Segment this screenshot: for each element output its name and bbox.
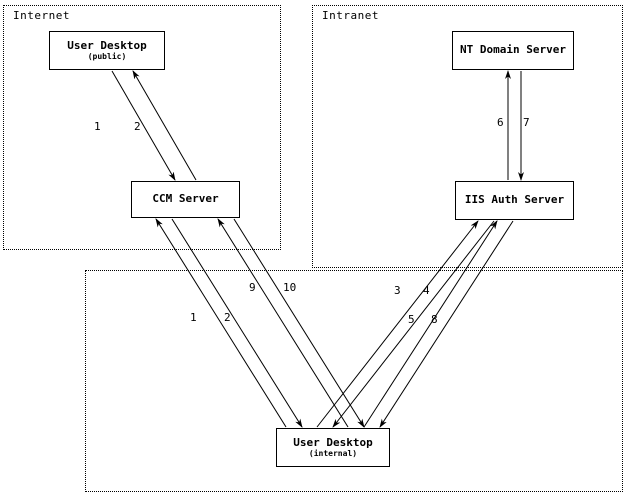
label-6: 6 (497, 116, 504, 129)
node-title-user-desktop-internal: User Desktop (293, 435, 373, 449)
node-nt-domain-server[interactable]: NT Domain Server (452, 31, 574, 70)
label-1-internal: 1 (190, 311, 197, 324)
label-5: 5 (408, 313, 415, 326)
node-subtitle-user-desktop-public: (public) (87, 52, 127, 62)
label-4: 4 (423, 284, 430, 297)
node-user-desktop-internal[interactable]: User Desktop(internal) (276, 428, 390, 467)
zone-label-internet: Internet (13, 9, 70, 22)
edge-2-internal (171, 218, 303, 428)
node-title-nt-domain-server: NT Domain Server (460, 43, 566, 57)
edge-2-public (132, 70, 197, 181)
edge-1-public (111, 70, 176, 181)
label-9: 9 (249, 281, 256, 294)
label-2-public: 2 (134, 120, 141, 133)
label-3: 3 (394, 284, 401, 297)
node-user-desktop-public[interactable]: User Desktop(public) (49, 31, 165, 70)
edge-3 (316, 220, 479, 428)
edge-8 (379, 220, 514, 428)
node-subtitle-user-desktop-internal: (internal) (308, 449, 358, 459)
label-7: 7 (523, 116, 530, 129)
edge-4 (332, 220, 495, 428)
label-1-public: 1 (94, 120, 101, 133)
node-title-user-desktop-public: User Desktop (67, 38, 147, 52)
label-2-internal: 2 (224, 311, 231, 324)
edge-5 (363, 220, 498, 428)
node-title-iis-auth-server: IIS Auth Server (464, 193, 565, 207)
zone-internal-zone (85, 270, 623, 492)
label-8: 8 (431, 313, 438, 326)
zone-internet (3, 5, 281, 250)
node-ccm-server[interactable]: CCM Server (131, 181, 240, 218)
node-iis-auth-server[interactable]: IIS Auth Server (455, 181, 574, 220)
zone-label-intranet: Intranet (322, 9, 379, 22)
edge-10 (233, 218, 365, 428)
node-title-ccm-server: CCM Server (152, 192, 219, 206)
edge-1-internal (155, 218, 287, 428)
edge-9 (217, 218, 349, 428)
label-10: 10 (283, 281, 297, 294)
